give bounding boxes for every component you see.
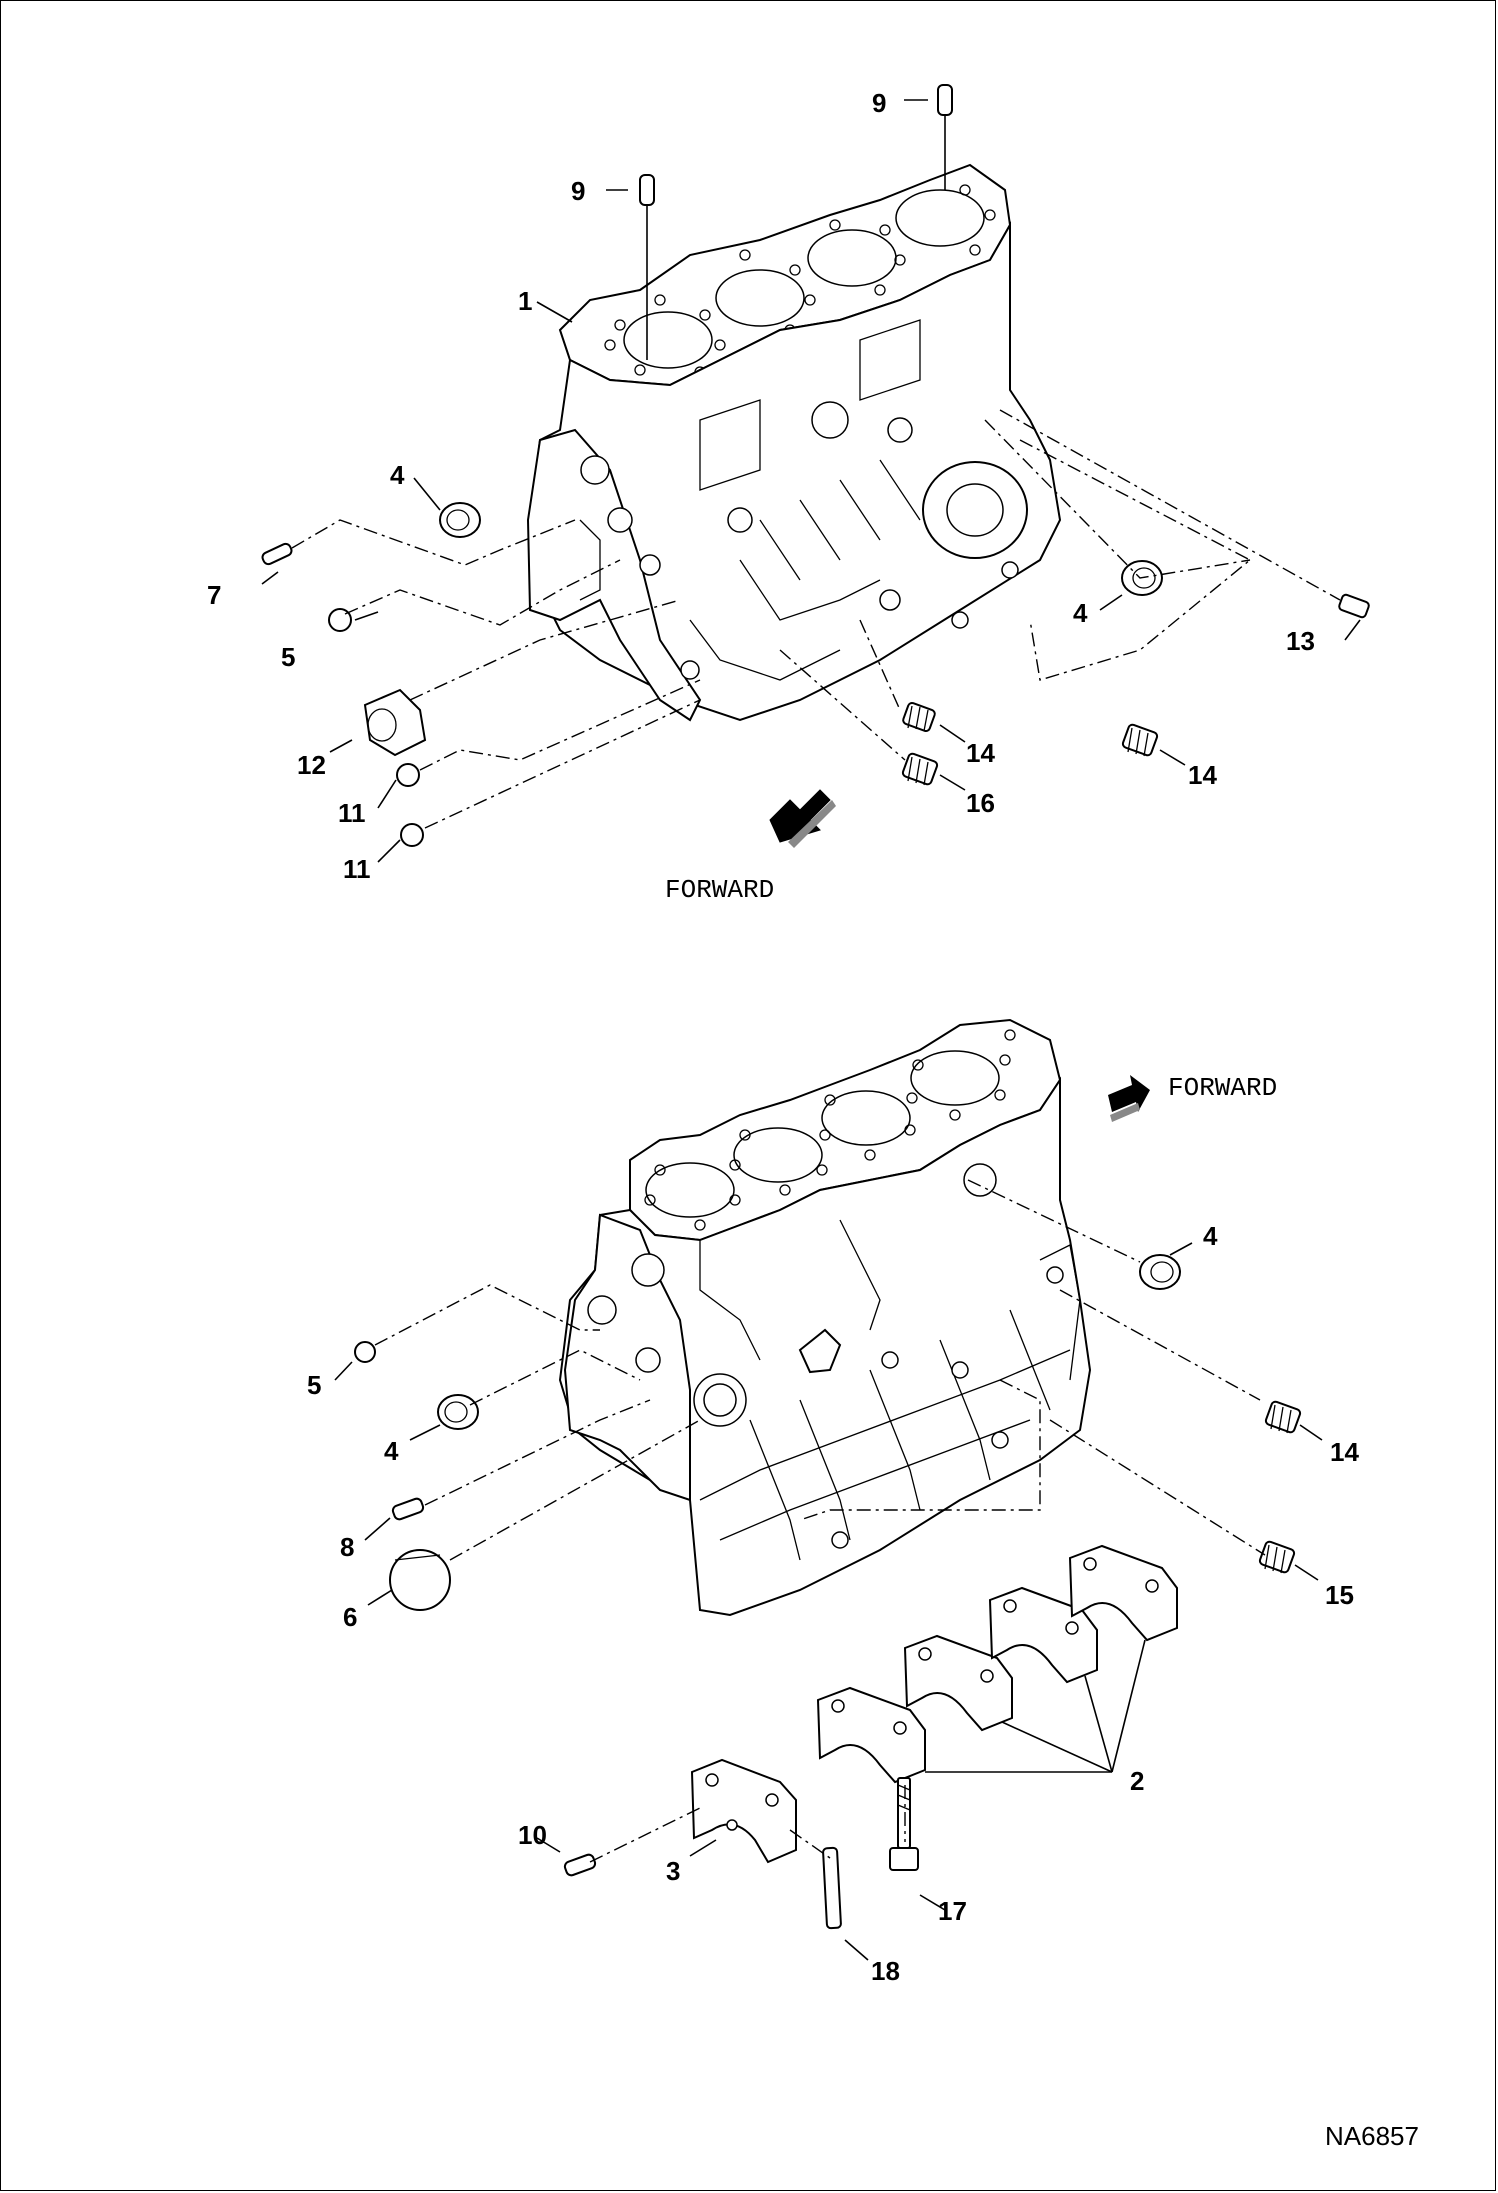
bottom-leader-lines [334,1179,1323,1961]
pin-10 [563,1853,597,1877]
callout-9-right: 9 [872,88,886,118]
bushing-4-top-left [439,502,481,538]
callout-6: 6 [343,1602,357,1632]
top-leader-lines [261,99,1361,863]
threaded-plug-14-bottom [1264,1400,1302,1434]
bottom-parts [354,1254,1302,1930]
bearing-cap-2-b [903,1634,1013,1732]
callout-2: 2 [1130,1766,1144,1796]
bottom-cylinder-block [558,1018,1092,1617]
callout-12: 12 [297,750,326,780]
callout-7: 7 [207,580,221,610]
callout-1: 1 [518,286,532,316]
dowel-pin-9-left [639,174,655,206]
threaded-plug-14-b [1121,723,1159,757]
callout-10: 10 [518,1820,547,1850]
threaded-plug-16 [901,752,939,786]
bearing-cap-2-c [988,1586,1098,1684]
callout-15: 15 [1325,1580,1354,1610]
plug-11-a [396,763,420,787]
threaded-plug-15 [1258,1540,1296,1574]
bearing-cap-3 [690,1758,797,1864]
callout-17: 17 [938,1896,967,1926]
bushing-4-bottom-left [437,1394,479,1430]
callout-4-bottom-left: 4 [384,1436,399,1466]
callout-14-bottom: 14 [1330,1437,1359,1467]
forward-arrow-top [769,789,836,848]
forward-label-bottom: FORWARD [1168,1073,1277,1103]
callout-16: 16 [966,788,995,818]
pin-7 [261,542,293,566]
bushing-4-bottom-right [1139,1254,1181,1290]
bearing-cap-2-a [816,1686,926,1784]
pin-18 [822,1846,842,1930]
forward-arrow-bottom [1108,1075,1150,1122]
threaded-plug-14-a [902,702,936,732]
dowel-8 [391,1497,425,1521]
callout-5-bottom: 5 [307,1370,321,1400]
callout-4-top-left: 4 [390,460,405,490]
callout-14-b: 14 [1188,760,1217,790]
bolt-17 [889,1777,919,1871]
plug-11-b [400,823,424,847]
callout-14-a: 14 [966,738,995,768]
plug-5-bottom [354,1341,376,1363]
callout-13: 13 [1286,626,1315,656]
callout-9-left: 9 [571,176,585,206]
drawing-number: NA6857 [1325,2121,1419,2151]
dowel-pin-9-right [937,84,953,116]
callout-4-top-right: 4 [1073,598,1088,628]
callout-8: 8 [340,1532,354,1562]
bearing-cap-2-d [1068,1544,1178,1642]
callout-4-bottom-right: 4 [1203,1221,1218,1251]
callout-11-b: 11 [343,854,371,884]
plug-12 [363,688,427,757]
plug-6 [389,1549,451,1611]
callout-18: 18 [871,1956,900,1986]
forward-label-top: FORWARD [665,875,774,905]
callout-11-a: 11 [338,798,366,828]
top-parts [261,84,1370,847]
top-cylinder-block [526,163,1062,722]
plug-13 [1338,593,1370,619]
callout-3: 3 [666,1856,680,1886]
callout-5-top: 5 [281,642,295,672]
